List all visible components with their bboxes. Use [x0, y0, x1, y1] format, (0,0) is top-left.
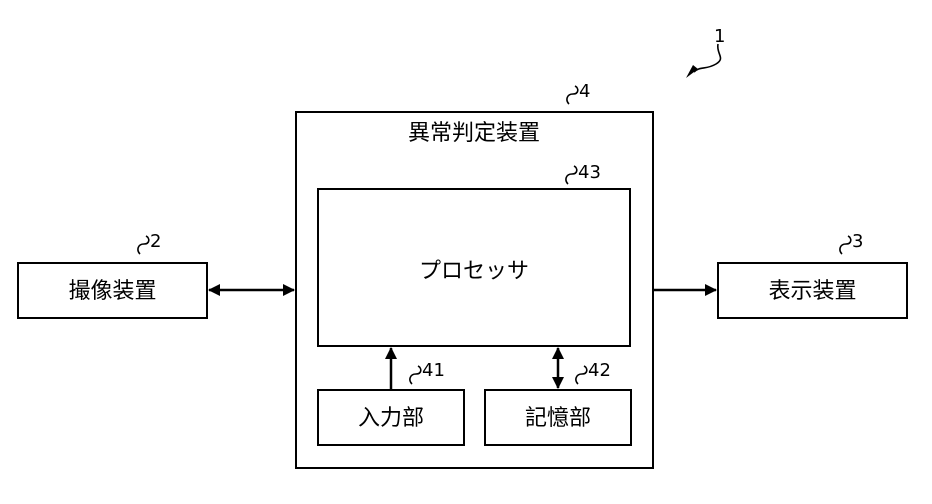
system-reference: 1: [686, 26, 725, 78]
input-unit-label: 入力部: [358, 406, 424, 431]
display-device-ref-squiggle: [840, 236, 851, 254]
display-device-block: 表示装置 3: [718, 231, 907, 318]
imaging-device-label: 撮像装置: [68, 279, 156, 304]
display-device-ref: 3: [852, 231, 863, 252]
processor-ref: 43: [578, 162, 601, 183]
imaging-device-ref-squiggle: [138, 236, 149, 254]
storage-unit-label: 記憶部: [525, 406, 591, 431]
imaging-device-block: 撮像装置 2: [18, 231, 207, 318]
system-ref-label: 1: [714, 26, 725, 47]
imaging-device-ref: 2: [150, 231, 161, 252]
anomaly-device-ref-squiggle: [567, 86, 578, 104]
input-unit-ref: 41: [422, 360, 445, 381]
storage-unit-ref: 42: [588, 360, 611, 381]
display-device-label: 表示装置: [768, 279, 856, 304]
processor-block: プロセッサ 43: [318, 162, 630, 346]
anomaly-device-label: 異常判定装置: [408, 121, 540, 146]
anomaly-device-ref: 4: [579, 81, 590, 102]
system-ref-squiggle: [694, 44, 721, 72]
processor-label: プロセッサ: [419, 259, 529, 284]
system-ref-arrowhead: [686, 65, 698, 78]
